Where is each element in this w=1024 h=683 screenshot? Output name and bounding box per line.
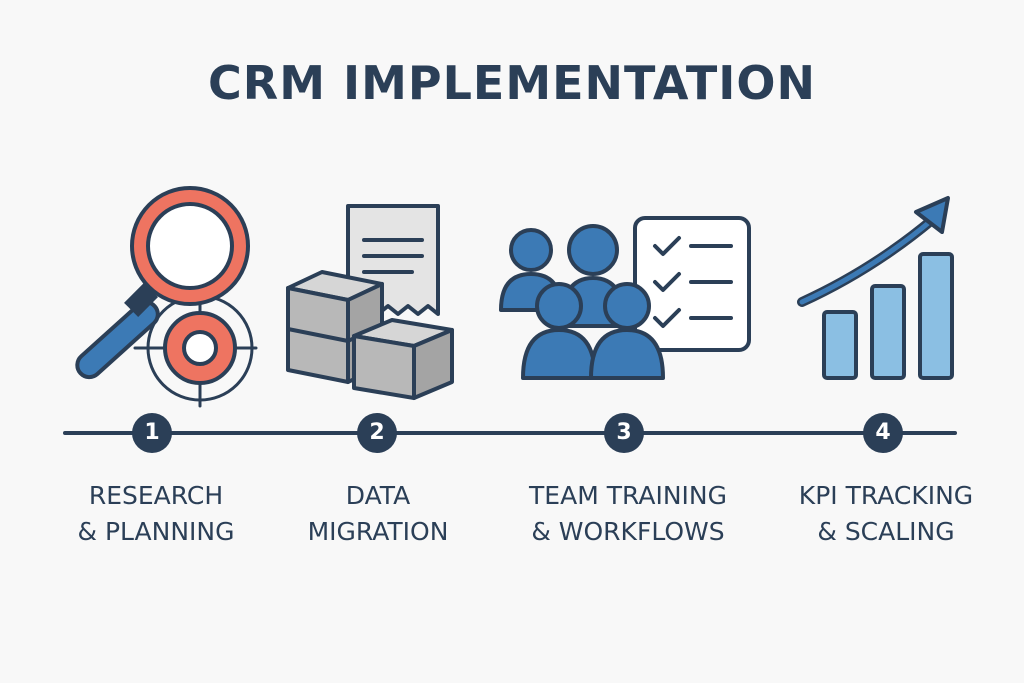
magnifier-target-icon xyxy=(75,186,258,408)
step-4-label: KPI TRACKING & SCALING xyxy=(766,478,1006,550)
step-1-label-line2: & PLANNING xyxy=(77,517,235,546)
step-2-label-line2: MIGRATION xyxy=(307,517,449,546)
timeline-line xyxy=(63,431,957,435)
step-4-label-line1: KPI TRACKING xyxy=(798,481,974,510)
step-3-label: TEAM TRAINING & WORKFLOWS xyxy=(508,478,748,550)
step-3-label-line1: TEAM TRAINING xyxy=(529,481,727,510)
boxes-document-icon xyxy=(286,204,454,400)
step-1-number: 1 xyxy=(132,413,172,453)
step-3-label-line2: & WORKFLOWS xyxy=(531,517,725,546)
step-1-label: RESEARCH & PLANNING xyxy=(36,478,276,550)
step-1-label-line1: RESEARCH xyxy=(88,481,224,510)
step-2-label-line1: DATA xyxy=(345,481,411,510)
step-2-label: DATA MIGRATION xyxy=(258,478,498,550)
team-checklist-icon xyxy=(499,216,751,380)
page-title: CRM IMPLEMENTATION xyxy=(208,56,816,110)
step-3-number: 3 xyxy=(604,413,644,453)
step-4-label-line2: & SCALING xyxy=(817,517,955,546)
step-2-number: 2 xyxy=(357,413,397,453)
growth-chart-icon xyxy=(797,196,954,380)
step-4-number: 4 xyxy=(863,413,903,453)
